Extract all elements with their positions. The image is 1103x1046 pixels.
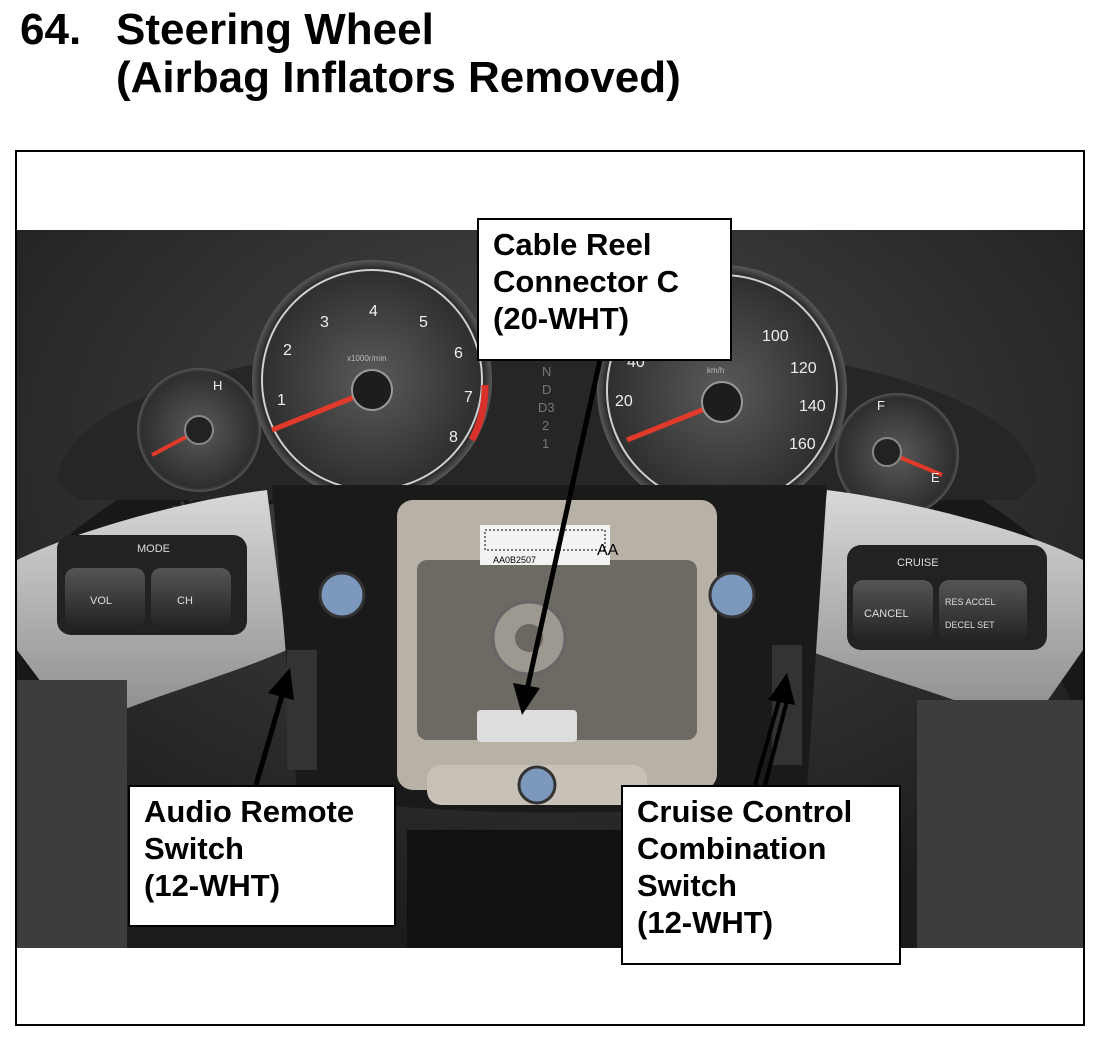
- ch-button-label: CH: [177, 595, 193, 607]
- cruise-button-label: CRUISE: [897, 557, 939, 569]
- title-line-2: (Airbag Inflators Removed): [116, 53, 681, 102]
- barcode-text: AA0B2507: [493, 555, 536, 565]
- svg-text:1: 1: [542, 436, 549, 451]
- res-accel-label: RES ACCEL: [945, 597, 996, 607]
- cruise-control-line-4: (12-WHT): [637, 905, 774, 940]
- audio-remote-connector: [287, 650, 317, 770]
- fuel-e-label: E: [931, 470, 940, 485]
- title-number: 64.: [20, 5, 82, 54]
- tach-label-3: 3: [320, 314, 329, 331]
- cruise-control-line-1: Cruise Control: [637, 794, 853, 829]
- speed-label-160: 160: [789, 436, 816, 453]
- tach-label-7: 7: [464, 389, 473, 406]
- vol-button: [65, 568, 145, 628]
- svg-text:2: 2: [542, 418, 549, 433]
- left-bolt: [318, 571, 366, 619]
- res-set-button: [939, 580, 1027, 642]
- vol-button-label: VOL: [90, 595, 112, 607]
- fuel-f-label: F: [877, 398, 885, 413]
- tach-unit: x1000r/min: [347, 354, 387, 363]
- decel-set-label: DECEL SET: [945, 620, 995, 630]
- cruise-control-callout: Cruise Control Combination Switch (12-WH…: [621, 785, 901, 965]
- title-line-1: Steering Wheel: [116, 5, 434, 54]
- cable-reel-line-3: (20-WHT): [493, 301, 630, 336]
- speed-label-140: 140: [799, 398, 826, 415]
- cruise-control-line-2: Combination: [637, 831, 827, 866]
- audio-remote-line-3: (12-WHT): [144, 868, 281, 903]
- speed-unit: km/h: [707, 366, 724, 375]
- tach-label-1: 1: [277, 392, 286, 409]
- right-bolt: [708, 571, 756, 619]
- svg-text:D3: D3: [538, 400, 555, 415]
- tach-label-2: 2: [283, 342, 292, 359]
- tach-label-5: 5: [419, 314, 428, 331]
- temp-h-label: H: [213, 378, 222, 393]
- cable-reel-callout: Cable Reel Connector C (20-WHT): [477, 218, 732, 361]
- photo-illustration: H 1 2 3 4 5 6 7 8 x1000r/min P R N D D3 …: [17, 230, 1083, 948]
- lower-bolt: [517, 765, 557, 805]
- barcode-suffix: AA: [597, 542, 619, 559]
- tach-label-8: 8: [449, 429, 458, 446]
- cancel-button: [853, 580, 933, 642]
- tach-label-6: 6: [454, 345, 463, 362]
- cruise-control-line-3: Switch: [637, 868, 737, 903]
- speed-label-120: 120: [790, 360, 817, 377]
- audio-remote-line-2: Switch: [144, 831, 244, 866]
- audio-remote-callout: Audio Remote Switch (12-WHT): [128, 785, 396, 927]
- speed-label-20: 20: [615, 393, 633, 410]
- mode-button-label: MODE: [137, 543, 170, 555]
- ch-button: [151, 568, 231, 628]
- cable-reel-line-1: Cable Reel: [493, 227, 652, 262]
- page-title: 64. Steering Wheel (Airbag Inflators Remo…: [20, 6, 681, 102]
- cable-reel-line-2: Connector C: [493, 264, 679, 299]
- svg-text:N: N: [542, 364, 551, 379]
- speed-label-100: 100: [762, 328, 789, 345]
- cancel-button-label: CANCEL: [864, 608, 909, 620]
- audio-remote-line-1: Audio Remote: [144, 794, 355, 829]
- cable-reel-connector: [477, 710, 577, 742]
- svg-text:D: D: [542, 382, 551, 397]
- tach-label-4: 4: [369, 303, 378, 320]
- cruise-connector: [772, 645, 802, 765]
